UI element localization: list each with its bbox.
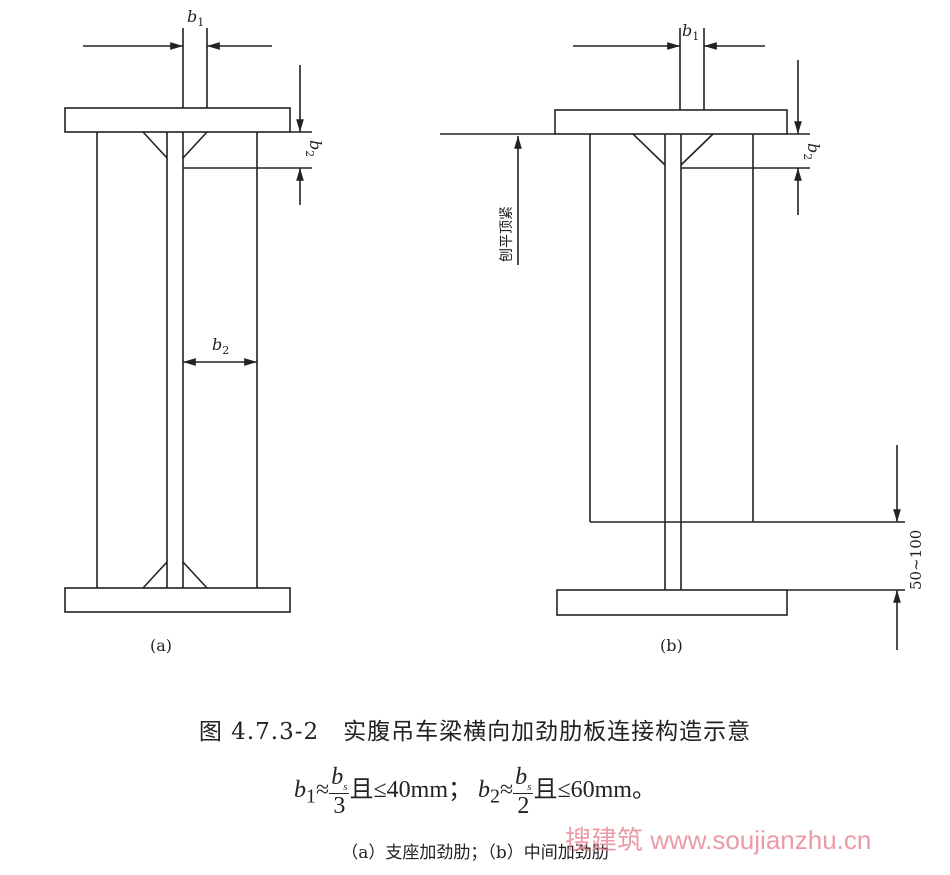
top-flange xyxy=(64,107,291,133)
bottom-flange xyxy=(64,587,291,613)
b2-label-b: b2 xyxy=(801,143,823,160)
b2-label-a: b2 xyxy=(303,140,325,157)
planed-tight-note: 刨平顶紧 xyxy=(499,206,515,262)
panel-a-label: (a) xyxy=(150,636,172,655)
panel-a-drawing xyxy=(64,28,312,613)
figure-title: 图 4.7.3-2 实腹吊车梁横向加劲肋板连接构造示意 xyxy=(198,719,752,745)
b1-label-a: b1 xyxy=(187,7,204,29)
b1-label-b: b1 xyxy=(682,21,699,43)
gap-dimension: 50~100 xyxy=(907,530,925,590)
b2-label-stiffener: b2 xyxy=(212,335,229,357)
figure-subtitle: （a）支座加劲肋；（b）中间加劲肋 xyxy=(341,843,609,863)
panel-b-label: (b) xyxy=(660,636,683,655)
panel-b-drawing xyxy=(440,28,905,650)
watermark: 搜建筑 www.soujianzhu.cn xyxy=(565,825,872,855)
